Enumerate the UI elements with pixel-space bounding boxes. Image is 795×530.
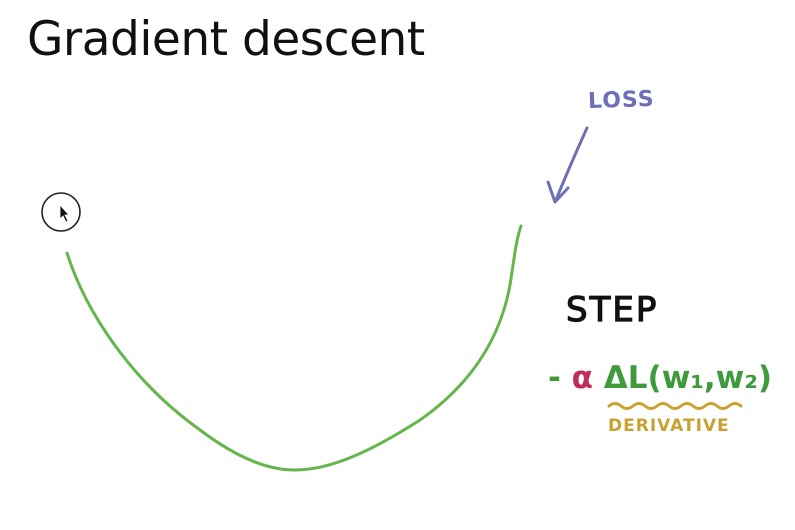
derivative-underline [607, 402, 743, 410]
loss-label: LOSS [587, 86, 656, 115]
loss-arrow [546, 126, 589, 204]
formula-alpha: α [571, 360, 593, 396]
formula-gradient: ΔL(w₁,w₂) [603, 360, 773, 396]
slide-title: Gradient descent [27, 12, 425, 67]
step-label: STEP [565, 289, 659, 330]
formula-minus: - [548, 360, 561, 396]
loss-curve [65, 224, 523, 472]
mouse-pointer-icon [41, 192, 81, 232]
step-formula: - α ΔL(w₁,w₂) [548, 360, 772, 396]
derivative-label: DERIVATIVE [608, 416, 730, 436]
